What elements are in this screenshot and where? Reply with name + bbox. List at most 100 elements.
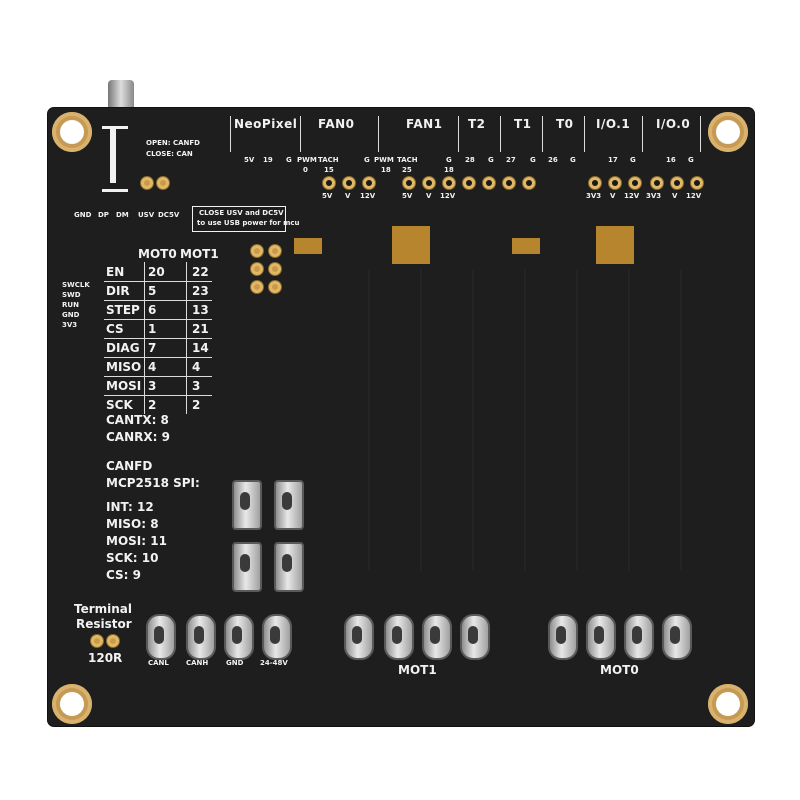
header-divider bbox=[584, 116, 585, 152]
power-terminal-label: CANH bbox=[186, 659, 209, 667]
pin-label: 17 bbox=[608, 156, 618, 164]
mount-hole-bottom-right bbox=[708, 684, 748, 724]
pin-label: 26 bbox=[548, 156, 558, 164]
usb-label: USV bbox=[138, 211, 155, 219]
power-terminal-label: GND bbox=[226, 659, 244, 667]
pin-label: 27 bbox=[506, 156, 516, 164]
header-divider bbox=[230, 116, 231, 152]
canfd-pin: INT: 12 bbox=[106, 500, 154, 514]
fan-power-label: 12V bbox=[624, 192, 640, 200]
fan-power-label: V bbox=[672, 192, 678, 200]
pin-label: 15 bbox=[324, 166, 334, 174]
pin-table-signal: DIR bbox=[106, 284, 130, 298]
header-divider bbox=[642, 116, 643, 152]
fan-power-label: V bbox=[610, 192, 616, 200]
motor-terminal bbox=[662, 614, 692, 660]
solder-joint bbox=[274, 542, 304, 592]
header-pin bbox=[608, 176, 622, 190]
power-terminal-label: 24-48V bbox=[260, 659, 288, 667]
header-pin bbox=[362, 176, 376, 190]
swd-label: RUN bbox=[62, 301, 79, 309]
pin-table-mot0: 5 bbox=[148, 284, 157, 298]
pin-table-header-mot0: MOT0 bbox=[138, 247, 177, 261]
solder-joint bbox=[232, 480, 262, 530]
header-pin bbox=[462, 176, 476, 190]
pin-table-signal: STEP bbox=[106, 303, 140, 317]
pin-table-row: EN 20 22 bbox=[104, 262, 212, 282]
header-pin bbox=[502, 176, 516, 190]
pin-table-mot0: 1 bbox=[148, 322, 157, 336]
pin-table-row: CS 1 21 bbox=[104, 319, 212, 339]
terminal-resistor-value: 120R bbox=[88, 651, 123, 665]
pin-table-row: MISO 4 4 bbox=[104, 357, 212, 377]
power-terminal bbox=[224, 614, 254, 660]
can-jumper-pad bbox=[140, 176, 154, 190]
fan-jumper-pin bbox=[268, 262, 282, 276]
pin-table-mot0: 6 bbox=[148, 303, 157, 317]
header-io0: I/O.0 bbox=[656, 117, 691, 131]
terminal-resistor-line1: Terminal bbox=[74, 602, 133, 616]
swd-label: 3V3 bbox=[62, 321, 78, 329]
header-pin bbox=[628, 176, 642, 190]
motor-terminal bbox=[384, 614, 414, 660]
motor-terminal bbox=[586, 614, 616, 660]
pin-table-mot1: 14 bbox=[192, 341, 209, 355]
header-divider bbox=[378, 116, 379, 152]
header-pin bbox=[650, 176, 664, 190]
pin-table-row: MOSI 3 3 bbox=[104, 376, 212, 396]
motor-terminal bbox=[460, 614, 490, 660]
usb-label: DP bbox=[98, 211, 109, 219]
canfd-pin: CS: 9 bbox=[106, 568, 141, 582]
fan-power-label: 5V bbox=[402, 192, 413, 200]
power-terminal bbox=[186, 614, 216, 660]
power-terminal bbox=[262, 614, 292, 660]
pin-label: G bbox=[630, 156, 636, 164]
motor-label-mot1: MOT1 bbox=[398, 663, 437, 677]
fan-power-label: 5V bbox=[322, 192, 333, 200]
fan-jumper-pin bbox=[268, 244, 282, 258]
pin-table-signal: SCK bbox=[106, 398, 133, 412]
terminal-resistor-pad bbox=[106, 634, 120, 648]
can-tx-label: CANTX: 8 bbox=[106, 413, 169, 427]
pin-table-col-divider bbox=[144, 262, 145, 414]
header-t0: T0 bbox=[556, 117, 574, 131]
pin-label: 18 bbox=[444, 166, 454, 174]
pin-table-mot0: 2 bbox=[148, 398, 157, 412]
header-io1: I/O.1 bbox=[596, 117, 631, 131]
solder-joint bbox=[232, 542, 262, 592]
header-neopixel: NeoPixel bbox=[234, 117, 298, 131]
pin-table-signal: MOSI bbox=[106, 379, 142, 393]
header-pin bbox=[342, 176, 356, 190]
header-pin bbox=[322, 176, 336, 190]
pin-label: G bbox=[530, 156, 536, 164]
header-pin bbox=[422, 176, 436, 190]
ic-pad bbox=[294, 238, 322, 254]
header-pin bbox=[482, 176, 496, 190]
mount-hole-bottom-left bbox=[52, 684, 92, 724]
ic-pad bbox=[512, 238, 540, 254]
fan-jumper-pin bbox=[250, 280, 264, 294]
usb-label: DC5V bbox=[158, 211, 180, 219]
ic-pad bbox=[392, 226, 430, 264]
header-pin bbox=[442, 176, 456, 190]
pin-table-mot0: 3 bbox=[148, 379, 157, 393]
pin-table-row: SCK 2 2 bbox=[104, 395, 212, 414]
canfd-subtitle: MCP2518 SPI: bbox=[106, 476, 200, 490]
motor-label-mot0: MOT0 bbox=[600, 663, 639, 677]
motor-terminal bbox=[422, 614, 452, 660]
pin-table-signal: CS bbox=[106, 322, 124, 336]
pin-label: G bbox=[688, 156, 694, 164]
pin-label: G bbox=[446, 156, 452, 164]
ic-pad bbox=[596, 226, 634, 264]
fan-jumper-pin bbox=[268, 280, 282, 294]
pin-table-header-mot1: MOT1 bbox=[180, 247, 219, 261]
terminal-resistor-pad bbox=[90, 634, 104, 648]
swd-label: SWCLK bbox=[62, 281, 90, 289]
usb-label: GND bbox=[74, 211, 92, 219]
pin-label: 19 bbox=[263, 156, 273, 164]
header-pin bbox=[402, 176, 416, 190]
canfd-title: CANFD bbox=[106, 459, 153, 473]
fan-jumper-pin bbox=[250, 244, 264, 258]
fan-power-label: 12V bbox=[440, 192, 456, 200]
